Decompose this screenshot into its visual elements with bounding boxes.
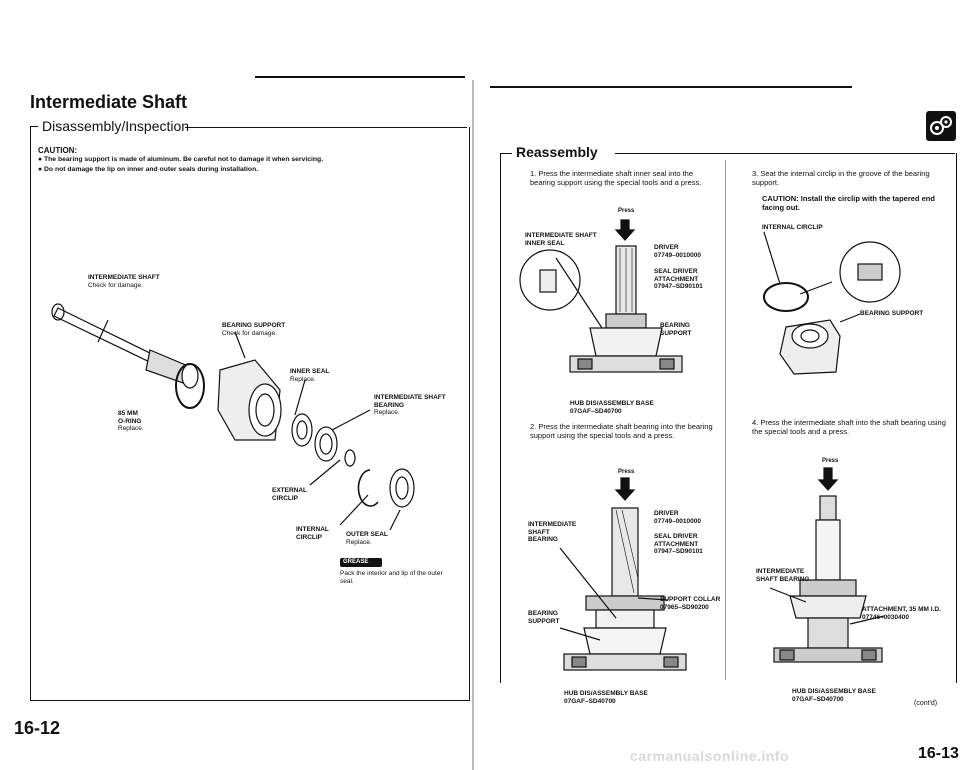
fig2-label-hub-base: HUB DIS/ASSEMBLY BASE 07GAF–SD40700 [564, 690, 648, 705]
fig2-press-label: Press [618, 469, 635, 475]
fig4-label-hub-base: HUB DIS/ASSEMBLY BASE 07GAF–SD40700 [792, 688, 876, 703]
left-top-rule [255, 76, 465, 78]
fig1-label-bearing-support: BEARING SUPPORT [660, 322, 692, 337]
fig1-label-inner-seal: INTERMEDIATE SHAFT INNER SEAL [525, 232, 597, 247]
left-section-title: Disassembly/Inspection [42, 118, 190, 134]
label-external-circlip: EXTERNAL CIRCLIP [272, 487, 308, 502]
fig1-press-label: Press [618, 208, 635, 214]
right-section-tick [500, 153, 512, 155]
gear-icon [930, 116, 952, 135]
caution-label: CAUTION: [38, 146, 78, 155]
grease-note: Pack the interior and lip of the outer s… [340, 570, 443, 585]
fig1-label-hub-base: HUB DIS/ASSEMBLY BASE 07GAF–SD40700 [570, 400, 654, 415]
fig1-label-driver: DRIVER 07749–0010000 [654, 244, 701, 259]
right-header-badge [926, 111, 956, 141]
section-rule [185, 127, 467, 129]
fig2-label-bearing-support: BEARING SUPPORT [528, 610, 560, 625]
left-page-number: 16-12 [14, 718, 61, 738]
grease-badge [340, 558, 382, 567]
fig1-label-seal-driver: SEAL DRIVER ATTACHMENT 07947–SD90101 [654, 268, 703, 290]
fig2-label-seal-driver: SEAL DRIVER ATTACHMENT 07947–SD90101 [654, 533, 703, 555]
grease-badge-text: GREASE [343, 559, 369, 565]
fig3-circlip-diagram [763, 231, 901, 375]
fig4-label-int-bearing: INTERMEDIATE SHAFT BEARING [756, 568, 810, 583]
footer-watermark: carmanualsonline.info [630, 748, 790, 764]
fig2-press-diagram [559, 477, 687, 671]
label-internal-circlip: INTERNAL CIRCLIP [296, 526, 329, 541]
left-content-frame [30, 127, 470, 701]
step-4-text: 4. Press the intermediate shaft into the… [752, 418, 946, 436]
caution-line-1: ● The bearing support is made of aluminu… [38, 156, 324, 163]
fig2-label-int-bearing: INTERMEDIATE SHAFT BEARING [528, 521, 577, 543]
right-section-title: Reassembly [516, 144, 598, 160]
left-page-title: Intermediate Shaft [30, 92, 188, 112]
left-page: Intermediate Shaft Disassembly/Inspectio… [0, 0, 470, 770]
step-2-text: 2. Press the intermediate shaft bearing … [530, 422, 713, 440]
book-gutter [472, 80, 474, 770]
right-page-number: 16-13 [918, 745, 959, 762]
fig4-press-label: Press [822, 458, 839, 464]
fig1-press-diagram [519, 219, 683, 373]
fig3-label-bearing-support: BEARING SUPPORT [860, 310, 924, 317]
column-divider [725, 160, 726, 680]
section-tick [30, 126, 38, 128]
caution-line-2: ● Do not damage the lip on inner and out… [38, 166, 259, 173]
exploded-view-diagram [51, 303, 415, 531]
fig4-label-attachment: ATTACHMENT, 35 mm I.D. 07746–0030400 [862, 606, 941, 621]
right-content-frame [500, 153, 957, 683]
fig4-press-diagram [769, 467, 885, 663]
fig2-label-support-collar: SUPPORT COLLAR 07965–SD90200 [660, 596, 721, 611]
step-1-text: 1. Press the intermediate shaft inner se… [530, 169, 702, 187]
fig3-label-internal-circlip: INTERNAL CIRCLIP [762, 224, 823, 231]
right-page: Reassembly 1. Press the intermediate sha… [470, 0, 960, 770]
right-top-rule [490, 86, 852, 88]
right-section-rule [615, 153, 955, 155]
contd-text: (cont'd) [914, 700, 938, 707]
fig2-label-driver: DRIVER 07749–0010000 [654, 510, 701, 525]
step-3-caution: CAUTION: Install the circlip with the ta… [762, 194, 935, 212]
step-3-text: 3. Seat the internal circlip in the groo… [752, 169, 930, 187]
